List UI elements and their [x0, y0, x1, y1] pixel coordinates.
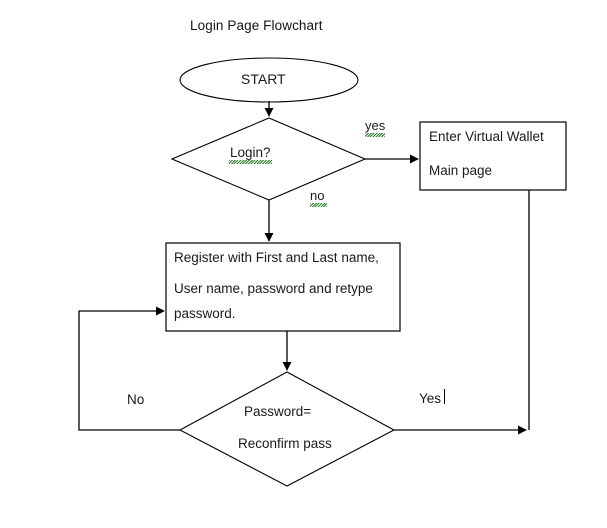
register-box-shape[interactable] [165, 242, 401, 332]
text-cursor-caret [444, 389, 446, 404]
start-oval-shape[interactable] [179, 57, 359, 103]
wallet-box-shape[interactable] [419, 121, 567, 191]
edge-password-to-register-no [78, 306, 180, 431]
password-diamond-shape[interactable] [178, 371, 396, 487]
login-diamond-shape[interactable] [170, 117, 367, 201]
